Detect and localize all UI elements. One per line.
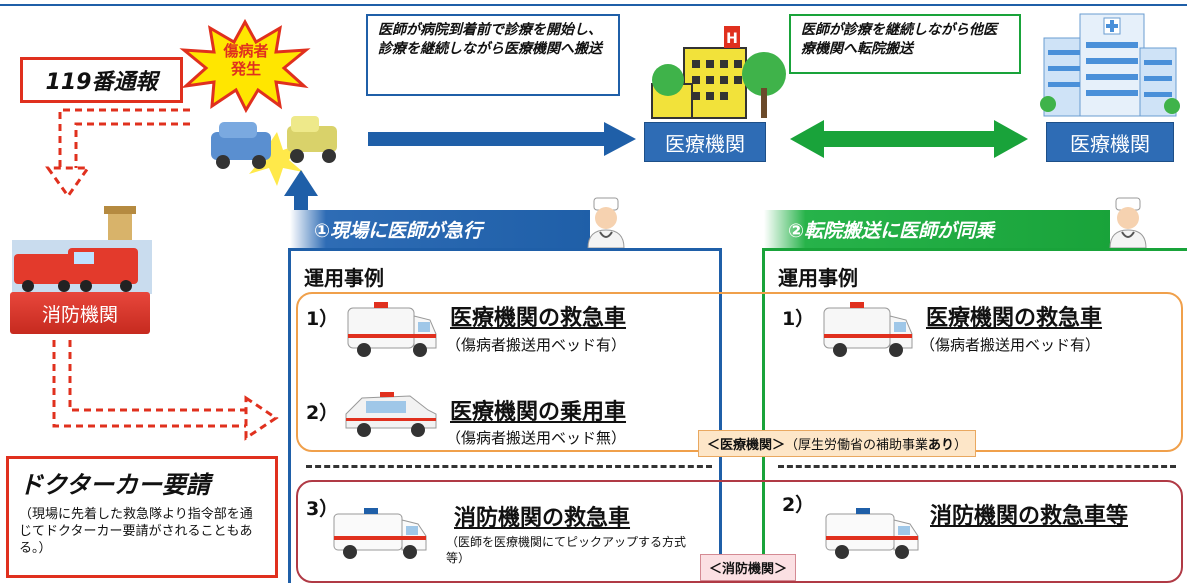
medical-institution-tag-note-bold: あり bbox=[928, 438, 955, 453]
medical-facility-label-2: 医療機関 bbox=[1046, 122, 1174, 162]
left-item-1-title: 医療機関の救急車 bbox=[450, 306, 627, 331]
call-119-text: 119番通報 bbox=[45, 70, 158, 95]
right-item-1-title: 医療機関の救急車 bbox=[926, 306, 1103, 331]
fire-station-icon bbox=[12, 206, 152, 294]
doctor-car-request-box: ドクターカー要請 （現場に先着した救急隊より指令部を通じてドクターカー要請がされ… bbox=[6, 456, 278, 578]
doctor-icon-2 bbox=[1109, 197, 1147, 249]
left-item-2-title: 医療機関の乗用車 bbox=[450, 400, 627, 425]
panel-doctor-rush-to-scene bbox=[288, 248, 722, 583]
left-item-3-title: 消防機関の救急車 bbox=[454, 506, 631, 531]
panel-doctor-onboard-transfer bbox=[762, 248, 1187, 583]
top-border-line bbox=[0, 0, 1187, 6]
tab-doctor-onboard-transfer-text: ②転院搬送に医師が同乗 bbox=[788, 219, 995, 242]
right-item-1-sub: （傷病者搬送用ベッド有） bbox=[920, 336, 1101, 354]
arrow-dashed-right-red bbox=[52, 340, 279, 441]
fire-department-tag: ＜消防機関＞ bbox=[700, 554, 797, 581]
callout-hospital-arrival-text: 医師が病院到着前で診療を開始し、診療を継続しながら医療機関へ搬送 bbox=[378, 22, 602, 57]
svg-text:H: H bbox=[726, 31, 738, 47]
doctor-car-request-title: ドクターカー要請 bbox=[19, 471, 211, 499]
fire-ambulance-icon-2 bbox=[825, 508, 919, 559]
fire-department-label: 消防機関 bbox=[10, 292, 150, 334]
doctor-car-request-note: （現場に先着した救急隊より指令部を通じてドクターカー要請がされることもある。） bbox=[19, 507, 253, 556]
tab-doctor-rush-to-scene-text: ①現場に医師が急行 bbox=[314, 219, 483, 242]
doctor-icon bbox=[587, 197, 625, 249]
arrow-right-blue bbox=[368, 122, 636, 156]
right-item-2-title: 消防機関の救急車等 bbox=[930, 504, 1129, 529]
callout-transfer-text: 医師が診療を継続しながら他医療機関へ転院搬送 bbox=[801, 22, 997, 57]
right-dashed-separator bbox=[778, 465, 1176, 468]
tab-doctor-rush-to-scene: ①現場に医師が急行 bbox=[290, 210, 590, 248]
fire-ambulance-icon bbox=[333, 508, 427, 559]
left-item-1-number: 1） bbox=[306, 308, 339, 330]
left-item-3-number: 3） bbox=[306, 498, 339, 520]
left-item-2-sub: （傷病者搬送用ベッド無） bbox=[446, 429, 627, 447]
fire-department-tag-text: ＜消防機関＞ bbox=[709, 562, 788, 577]
right-panel-heading: 運用事例 bbox=[778, 266, 858, 290]
medical-facility-text-1: 医療機関 bbox=[665, 131, 745, 156]
medical-institution-tag-prefix: ＜医療機関＞ bbox=[707, 438, 786, 453]
fire-department-frame bbox=[296, 480, 1183, 583]
left-item-3-sub: （医師を医療機関にてピックアップする方式等） bbox=[446, 535, 687, 565]
medical-facility-label-1: 医療機関 bbox=[644, 122, 766, 162]
callout-transfer: 医師が診療を継続しながら他医療機関へ転院搬送 bbox=[789, 14, 1021, 74]
burst-label: 傷病者 発生 bbox=[218, 42, 274, 78]
burst-line-1: 傷病者 bbox=[223, 42, 269, 60]
fire-department-text: 消防機関 bbox=[41, 303, 118, 326]
medical-institution-tag-note-end: ） bbox=[954, 438, 968, 453]
left-dashed-separator bbox=[306, 465, 712, 468]
right-item-1-number: 1） bbox=[782, 308, 815, 330]
large-hospital-icon bbox=[1040, 13, 1180, 117]
medical-institution-tag-note: （厚生労働省の補助事業 bbox=[785, 438, 929, 453]
callout-hospital-arrival: 医師が病院到着前で診療を開始し、診療を継続しながら医療機関へ搬送 bbox=[366, 14, 620, 96]
arrow-up-blue bbox=[284, 170, 318, 248]
medical-passenger-car-icon bbox=[345, 392, 437, 437]
left-item-2-number: 2） bbox=[306, 402, 339, 424]
medical-institution-tag: ＜医療機関＞（厚生労働省の補助事業あり） bbox=[698, 430, 977, 457]
car-accident-icon bbox=[211, 116, 337, 186]
call-119-label: 119番通報 bbox=[20, 57, 183, 103]
arrow-double-green bbox=[790, 120, 1028, 158]
arrow-dashed-down-red bbox=[45, 108, 190, 199]
right-item-2-number: 2） bbox=[782, 494, 815, 516]
burst-line-2: 発生 bbox=[230, 60, 261, 78]
medical-ambulance-icon bbox=[347, 302, 437, 357]
medical-facility-text-2: 医療機関 bbox=[1070, 131, 1150, 156]
hospital-building-icon: H bbox=[651, 26, 786, 119]
left-item-1-sub: （傷病者搬送用ベッド有） bbox=[446, 336, 627, 354]
left-panel-heading: 運用事例 bbox=[304, 266, 384, 290]
burst-icon bbox=[179, 18, 311, 114]
tab-doctor-onboard-transfer: ②転院搬送に医師が同乗 bbox=[764, 210, 1110, 248]
medical-ambulance-icon-2 bbox=[823, 302, 913, 357]
